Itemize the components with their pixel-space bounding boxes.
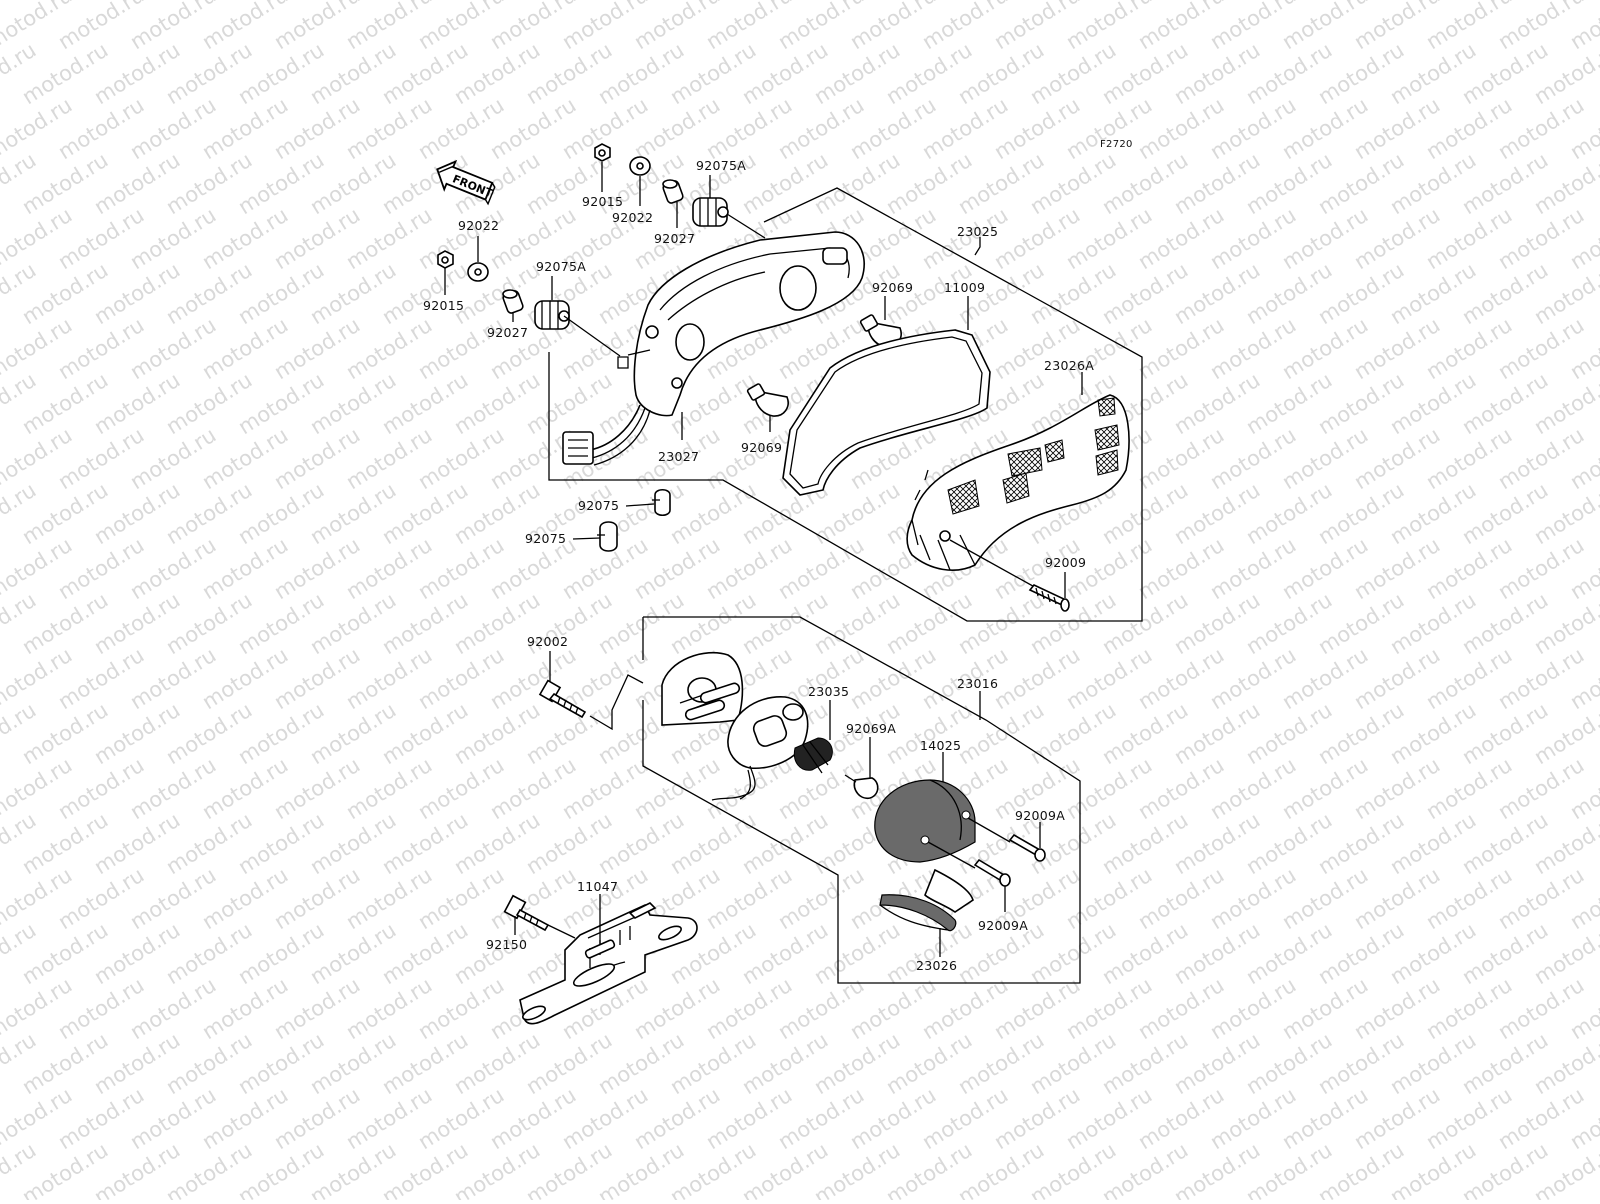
- label-92069A: 92069A: [846, 721, 896, 736]
- washer-92022-a: [629, 156, 651, 176]
- label-11047: 11047: [577, 879, 618, 894]
- grommet-92075A-b: [534, 300, 570, 330]
- lamp-base-plate: [661, 651, 744, 726]
- grommet-92075A-a: [692, 197, 729, 227]
- label-23035: 23035: [808, 684, 849, 699]
- label-23025: 23025: [957, 224, 998, 239]
- label-92015-b: 92015: [423, 298, 464, 313]
- callouts: 92015 92022 92075A 92027 92022 92075A 92…: [423, 158, 1094, 973]
- bulb-holder-23035: [793, 737, 833, 774]
- nut-92015-b: [437, 250, 454, 269]
- label-92009A-a: 92009A: [1015, 808, 1065, 823]
- screw-92009A-a: [967, 817, 1046, 862]
- collar-92027-b: [502, 289, 524, 314]
- label-92150: 92150: [486, 937, 527, 952]
- label-92022-a: 92022: [612, 210, 653, 225]
- label-92022-b: 92022: [458, 218, 499, 233]
- label-14025: 14025: [920, 738, 961, 753]
- label-92075-a: 92075: [578, 498, 619, 513]
- nut-92015-a: [594, 143, 611, 162]
- label-11009: 11009: [944, 280, 985, 295]
- gasket-11009: [782, 329, 991, 496]
- bulb-92069A: [844, 774, 879, 800]
- lens-23026A: [906, 394, 1130, 571]
- washer-92022-b: [467, 262, 489, 282]
- label-92009: 92009: [1045, 555, 1086, 570]
- assembly-frame-23025: [548, 187, 1143, 622]
- label-92027-b: 92027: [487, 325, 528, 340]
- bolt-92150: [503, 894, 576, 939]
- label-92002: 92002: [527, 634, 568, 649]
- label-92027-a: 92027: [654, 231, 695, 246]
- grommet-92075-b: [597, 521, 618, 552]
- label-92075A-b: 92075A: [536, 259, 586, 274]
- label-92069-a: 92069: [872, 280, 913, 295]
- label-92075A-a: 92075A: [696, 158, 746, 173]
- reflector-23026: [879, 868, 974, 932]
- bulb-92069-b: [746, 383, 789, 417]
- hardware-leader-lines: [563, 213, 766, 357]
- screw-92009: [949, 539, 1070, 612]
- taillight-housing-23027: [562, 231, 865, 466]
- screw-92009A-b: [927, 841, 1011, 887]
- license-bracket-11047: [519, 902, 698, 1025]
- bolt-92002: [538, 674, 644, 731]
- collar-92027-a: [662, 179, 684, 204]
- label-92009A-b: 92009A: [978, 918, 1028, 933]
- diagram-code: F2720: [1100, 139, 1133, 150]
- grommet-92075-a: [652, 488, 671, 517]
- label-23027: 23027: [658, 449, 699, 464]
- assembly-frame-23016: [642, 616, 1081, 984]
- watermark-text: motod.ru: [0, 1193, 4, 1200]
- label-92069-b: 92069: [741, 440, 782, 455]
- label-23026: 23026: [916, 958, 957, 973]
- label-92075-b: 92075: [525, 531, 566, 546]
- label-23016: 23016: [957, 676, 998, 691]
- label-92015-a: 92015: [582, 194, 623, 209]
- socket-23035: [711, 696, 809, 801]
- label-23026A: 23026A: [1044, 358, 1094, 373]
